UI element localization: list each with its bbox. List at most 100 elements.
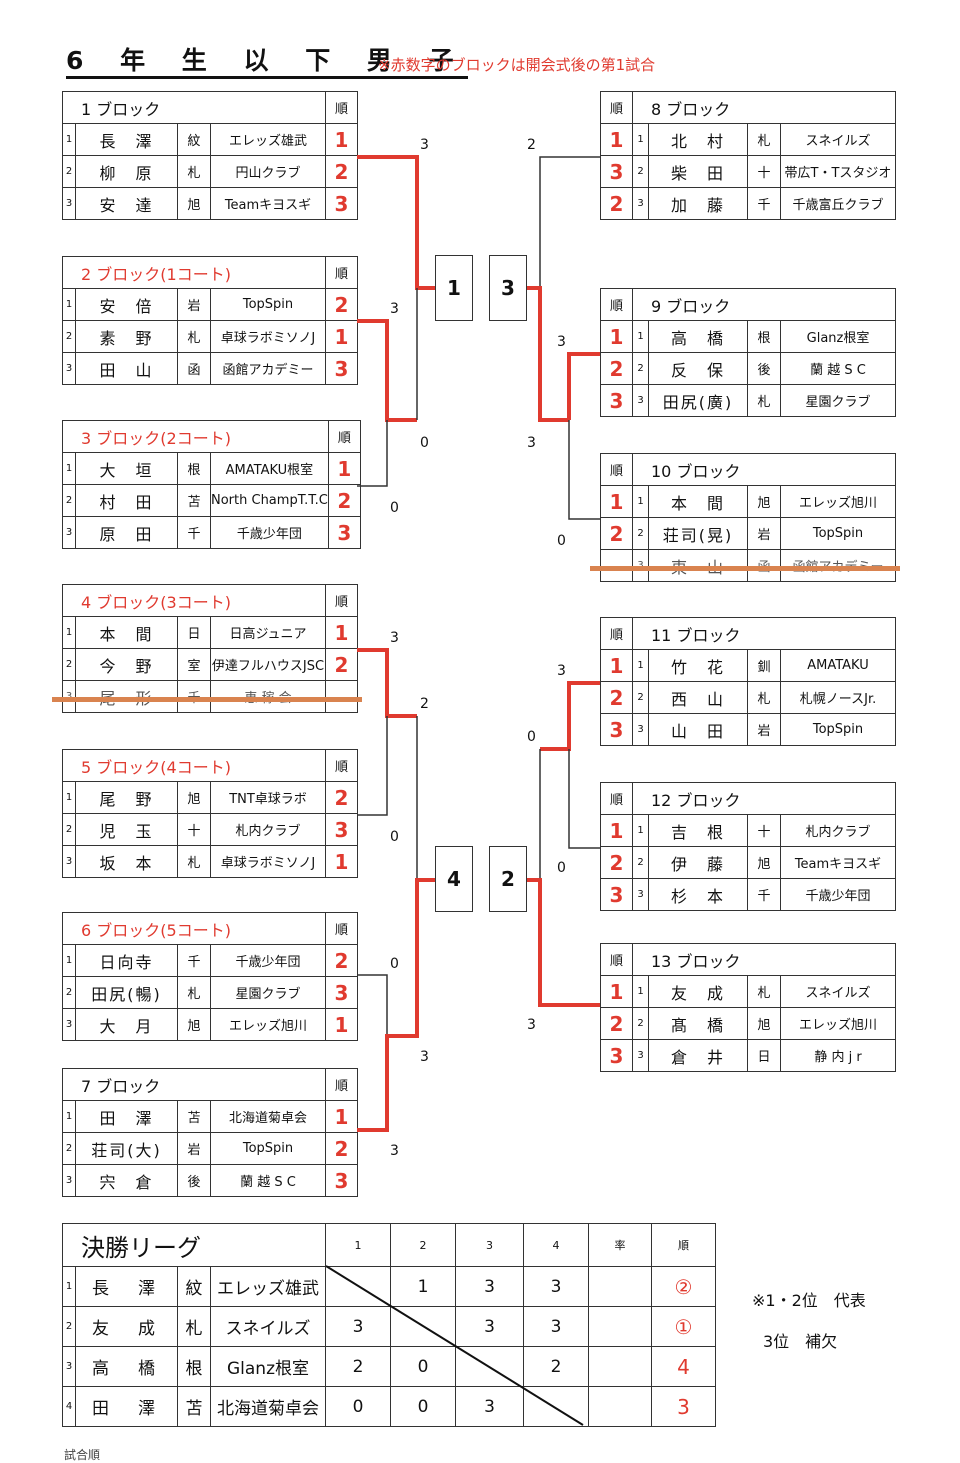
final-player-club: エレッズ雄武 xyxy=(210,1266,326,1307)
final-score-cell: 3 xyxy=(523,1306,589,1347)
player-club: 千歳富丘クラブ xyxy=(780,187,896,220)
final-player-name: 田 澤 xyxy=(75,1386,178,1427)
final-score-cell: 1 xyxy=(390,1266,456,1307)
score-b8: 2 xyxy=(527,137,536,153)
rank-header: 順 xyxy=(325,749,358,782)
bracket-line-b8 xyxy=(539,156,600,288)
score-b7: 3 xyxy=(390,1143,399,1159)
score-b9: 3 xyxy=(557,334,566,350)
player-rank: 2 xyxy=(325,648,358,681)
player-name: 田尻(廣) xyxy=(648,384,748,417)
score-b12: 0 xyxy=(557,860,566,876)
player-rank xyxy=(325,680,358,713)
player-region: 室 xyxy=(177,648,211,681)
final-player-club: スネイルズ xyxy=(210,1306,326,1347)
player-region: 後 xyxy=(747,352,781,385)
player-club: 札内クラブ xyxy=(210,813,326,846)
player-name: 尾 野 xyxy=(75,781,178,814)
player-rank: 3 xyxy=(327,516,361,549)
rank-header: 順 xyxy=(600,288,633,321)
player-region: 札 xyxy=(177,155,211,188)
player-region: 札 xyxy=(177,845,211,878)
winner-box-top-left: 1 xyxy=(435,255,473,321)
player-club: エレッズ旭川 xyxy=(210,1008,326,1041)
player-club: AMATAKU根室 xyxy=(210,452,329,485)
final-header-rate: 率 xyxy=(588,1223,652,1267)
final-rank-cell: 3 xyxy=(651,1386,716,1427)
block-header: 3 ブロック(2コート) xyxy=(62,420,329,453)
score-b45: 2 xyxy=(420,696,429,712)
player-name: 反 保 xyxy=(648,352,748,385)
player-rank: 3 xyxy=(600,878,633,911)
rank-header: 順 xyxy=(600,453,633,486)
final-header: 1 xyxy=(325,1223,391,1267)
score-b3: 0 xyxy=(390,500,399,516)
player-club: 恵 稼 会 xyxy=(210,680,326,713)
player-rank: 2 xyxy=(327,484,361,517)
player-club: North ChampT.T.C xyxy=(210,484,329,517)
player-club: 静 内 j r xyxy=(780,1039,896,1072)
final-score-cell: 0 xyxy=(390,1346,456,1387)
player-number: 3 xyxy=(632,549,649,582)
final-rate-cell xyxy=(588,1266,652,1307)
rank-header: 順 xyxy=(327,420,361,453)
player-rank: 1 xyxy=(600,649,633,682)
rank-header: 順 xyxy=(325,1068,358,1101)
final-score-cell xyxy=(523,1386,589,1427)
player-rank: 1 xyxy=(327,452,361,485)
player-region: 後 xyxy=(177,1164,211,1197)
player-rank: 3 xyxy=(600,713,633,746)
player-club: 千歳少年団 xyxy=(210,516,329,549)
bracket-line-b13 xyxy=(525,878,600,1007)
block-header: 8 ブロック xyxy=(632,91,896,124)
final-player-region: 紋 xyxy=(177,1266,211,1307)
player-region: 千 xyxy=(177,516,211,549)
player-rank: 3 xyxy=(325,813,358,846)
player-name: 山 田 xyxy=(648,713,748,746)
player-name: 荘司(大) xyxy=(75,1132,178,1165)
player-name: 友 成 xyxy=(648,975,748,1008)
player-rank: 2 xyxy=(600,681,633,714)
score-b23-lower: 0 xyxy=(420,435,429,451)
final-score-cell: 3 xyxy=(455,1306,524,1347)
match-order-label: 試合順 xyxy=(64,1448,101,1462)
block-header: 4 ブロック(3コート) xyxy=(62,584,326,617)
final-rate-cell xyxy=(588,1306,652,1347)
final-score-cell: 3 xyxy=(523,1266,589,1307)
bracket-line-top-right-win xyxy=(525,286,569,422)
final-player-region: 苫 xyxy=(177,1386,211,1427)
score-b10: 0 xyxy=(557,533,566,549)
rank-header: 順 xyxy=(325,912,358,945)
player-name: 安 達 xyxy=(75,187,178,220)
player-region: 苫 xyxy=(177,1100,211,1133)
player-rank: 1 xyxy=(325,320,358,353)
player-region: 日 xyxy=(177,616,211,649)
final-player-name: 友 成 xyxy=(75,1306,178,1347)
player-region: 千 xyxy=(747,878,781,911)
page-title: 6 年 生 以 下 男 子 xyxy=(66,46,468,79)
score-b67: 3 xyxy=(420,1049,429,1065)
block-header: 13 ブロック xyxy=(632,943,896,976)
player-region: 札 xyxy=(747,975,781,1008)
player-number: 3 xyxy=(632,1039,649,1072)
